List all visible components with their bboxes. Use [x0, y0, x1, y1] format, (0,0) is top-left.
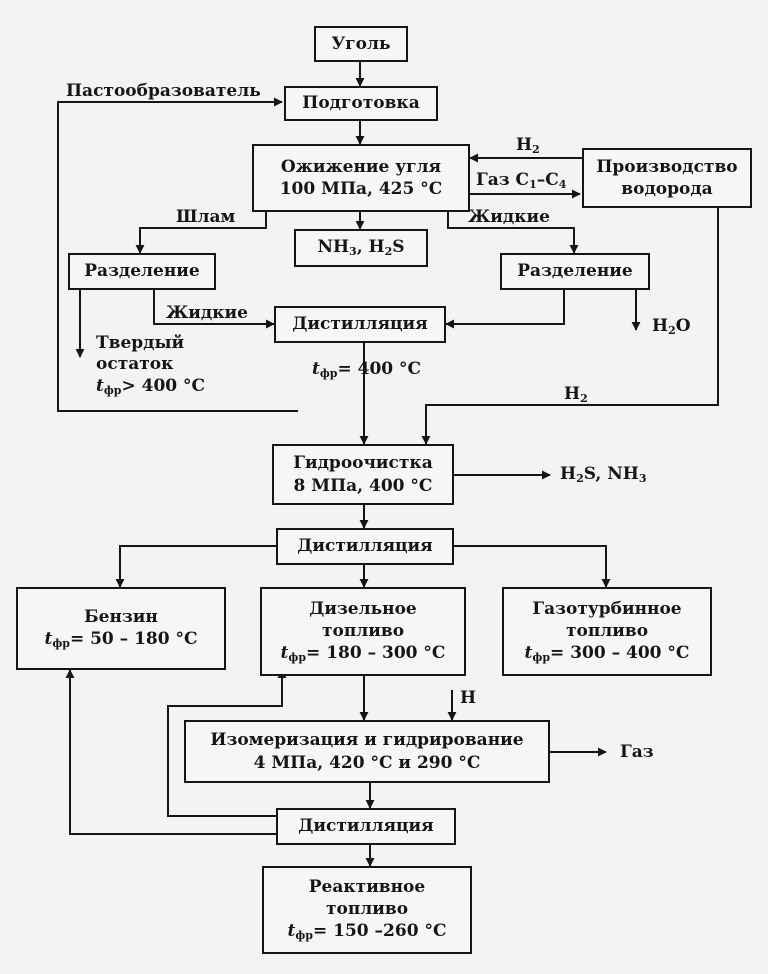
- hydrotreating-box: Гидроочистка 8 МПа, 400 °С: [272, 444, 454, 505]
- diesel-range: tфр= 180 – 300 °С: [280, 642, 446, 664]
- arrow-recycle-to-gasoline: [65, 669, 276, 835]
- jet-fuel-line2: топливо: [325, 899, 409, 920]
- preparation-box: Подготовка: [284, 86, 438, 121]
- arrow-paste-former-loop: [57, 97, 298, 412]
- preparation-label: Подготовка: [302, 93, 420, 114]
- coal-label: Уголь: [331, 33, 391, 54]
- diesel-box: Дизельное топливо tфр= 180 – 300 °С: [260, 587, 466, 676]
- gas-out-label: Газ: [620, 742, 654, 762]
- arrow-recycle-to-diesel: [167, 669, 287, 817]
- gasoline-range: tфр= 50 – 180 °С: [44, 628, 198, 650]
- separation-right-label: Разделение: [517, 261, 633, 282]
- liquefaction-title: Ожижение угля: [280, 156, 442, 177]
- separation-right-box: Разделение: [500, 253, 650, 290]
- diesel-line1: Дизельное: [309, 598, 417, 619]
- gas-turbine-range: tфр= 300 – 400 °С: [524, 642, 690, 664]
- liquid-right-label: Жидкие: [468, 207, 550, 227]
- arrow-liquid-right: [447, 212, 579, 254]
- hydrogen-production-box: Производство водорода: [582, 148, 752, 208]
- diesel-line2: топливо: [321, 620, 405, 641]
- hydrotreating-conditions: 8 МПа, 400 °С: [293, 475, 433, 496]
- solid-residue-label: Твердый остаток tфр> 400 °С: [96, 333, 206, 397]
- separation-left-box: Разделение: [68, 253, 216, 290]
- liquefaction-box: Ожижение угля 100 МПа, 425 °С: [252, 144, 470, 212]
- gas-turbine-line1: Газотурбинное: [532, 598, 682, 619]
- isomerization-box: Изомеризация и гидрирование 4 МПа, 420 °…: [184, 720, 550, 783]
- isomerization-conditions: 4 МПа, 420 °С и 290 °С: [253, 752, 481, 773]
- arrow-liquid-left: [153, 290, 275, 329]
- water-label: H2O: [652, 316, 691, 337]
- gasoline-title: Бензин: [84, 606, 158, 627]
- liquefaction-conditions: 100 МПа, 425 °С: [279, 179, 443, 199]
- jet-fuel-box: Реактивное топливо tфр= 150 –260 °С: [262, 866, 472, 954]
- arrow-separation-right-to-distillation: [445, 290, 565, 329]
- distillation-3-box: Дистилляция: [276, 808, 456, 845]
- h2-top-label: H2: [516, 135, 540, 156]
- nh3-h2s-box: NH3, H2S: [294, 229, 428, 267]
- distillation-2-box: Дистилляция: [276, 528, 454, 565]
- nh3-h2s-label: NH3, H2S: [317, 237, 405, 259]
- distillation-1-label: Дистилляция: [292, 314, 428, 335]
- arrow-to-gas-turbine: [454, 545, 611, 588]
- isomerization-title: Изомеризация и гидрирование: [210, 730, 524, 751]
- jet-fuel-range: tфр= 150 –260 °С: [287, 921, 447, 943]
- paste-former-label: Пастообразователь: [66, 81, 261, 101]
- arrow-h2-to-hydrotreating: [421, 207, 719, 445]
- gasoline-box: Бензин tфр= 50 – 180 °С: [16, 587, 226, 670]
- gas-c1-c4-label: Газ С1–С4: [476, 170, 567, 191]
- h2s-nh3-label: H2S, NH3: [560, 464, 647, 485]
- h-input-label: H: [460, 688, 477, 708]
- gas-turbine-line2: топливо: [565, 620, 649, 641]
- coal-box: Уголь: [314, 26, 408, 62]
- distillation-2-label: Дистилляция: [297, 536, 433, 557]
- jet-fuel-line1: Реактивное: [308, 877, 426, 898]
- h2-right-label: H2: [564, 384, 588, 405]
- hydrogen-production-line2: водорода: [621, 179, 713, 199]
- separation-left-label: Разделение: [84, 261, 200, 282]
- distillation-temp-label: tфр= 400 °С: [312, 359, 422, 380]
- distillation-1-box: Дистилляция: [274, 306, 446, 343]
- arrow-to-gasoline: [115, 545, 276, 588]
- hydrotreating-title: Гидроочистка: [293, 453, 433, 474]
- sludge-label: Шлам: [176, 207, 236, 227]
- liquid-left-label: Жидкие: [166, 303, 248, 323]
- hydrogen-production-line1: Производство: [596, 156, 738, 177]
- gas-turbine-box: Газотурбинное топливо tфр= 300 – 400 °С: [502, 587, 712, 676]
- arrow-sludge: [135, 212, 267, 254]
- distillation-3-label: Дистилляция: [298, 816, 434, 837]
